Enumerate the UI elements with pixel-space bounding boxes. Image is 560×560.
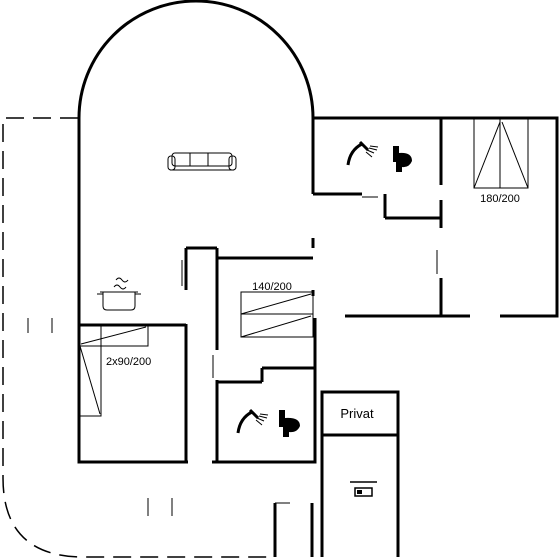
bed-icon [350,481,377,497]
outer-wall [212,318,317,464]
bed-small [78,325,149,417]
privat-label: Privat [340,406,374,421]
terrace-outline [2,117,270,558]
cooking-pot-icon [97,277,141,311]
bed-medium-label: 140/200 [252,281,292,293]
sofa-icon [167,152,237,171]
private-annex-wall [320,390,400,557]
bed-medium [240,291,314,338]
outer-wall [77,118,188,464]
bed-large-label: 180/200 [480,193,520,205]
shower-icon [236,408,269,434]
toilet-icon [279,410,300,437]
outer-wall [313,116,559,318]
outer-wall [77,0,315,119]
toilet-icon [393,146,412,172]
shower-icon [346,140,379,166]
bed-small-label: 2x90/200 [106,356,151,368]
bed-large [473,117,529,189]
